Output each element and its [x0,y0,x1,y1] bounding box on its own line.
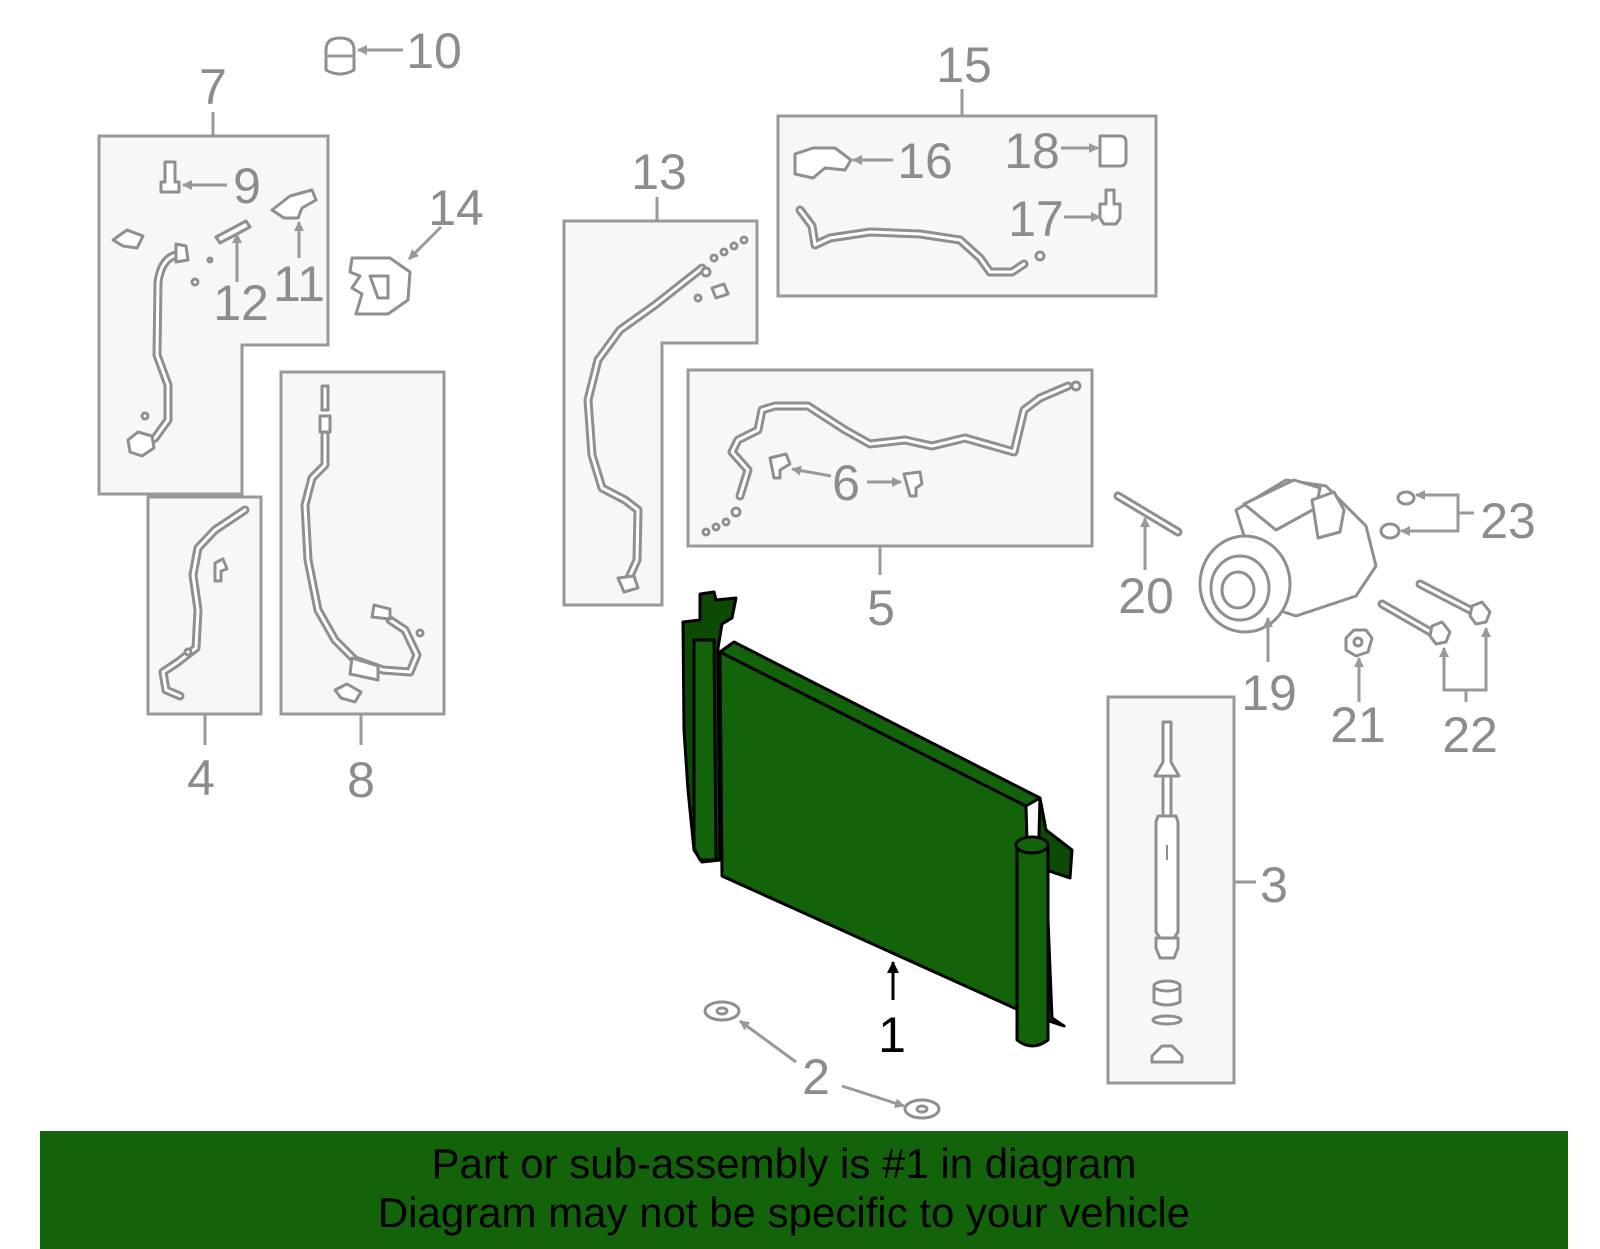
callout-2: 2 [802,1049,830,1105]
info-banner: Part or sub-assembly is #1 in diagram Di… [40,1131,1568,1249]
washers-23: 23 [1379,490,1536,549]
callout-18: 18 [1004,123,1060,179]
valve-12: 12 [213,219,269,331]
bolts-22: 22 [1377,579,1498,763]
callout-4: 4 [187,750,215,806]
callout-17: 17 [1008,191,1064,247]
callout-23: 23 [1480,493,1536,549]
group-13-box: 13 [562,144,759,607]
group-15-box: 15 16 18 17 [776,37,1158,298]
group-5-box: 5 6 [686,368,1094,636]
callout-16: 16 [897,133,953,189]
callout-3: 3 [1260,857,1288,913]
nut-21: 21 [1330,628,1386,753]
callout-20: 20 [1118,568,1174,624]
callout-6: 6 [832,455,860,511]
sensor-11: 11 [270,188,325,312]
bolt-9: 9 [159,158,261,214]
group-3-box: 3 [1106,695,1288,1085]
group-4-box: 4 [146,495,263,806]
callout-22: 22 [1442,707,1498,763]
banner-line-2: Diagram may not be specific to your vehi… [377,1189,1191,1236]
callout-1: 1 [878,1007,906,1063]
group-8-box: 8 [279,370,446,808]
cap-10: 10 [324,23,462,79]
callout-21: 21 [1330,697,1386,753]
callout-12: 12 [213,275,269,331]
rod-20: 20 [1113,491,1183,624]
group-7-box: 7 [97,59,330,496]
callout-14: 14 [428,180,484,236]
banner-line-1: Part or sub-assembly is #1 in diagram [431,1140,1137,1187]
compressor-19: 19 [1198,478,1378,721]
bracket-14: 14 [348,180,484,316]
ac-hose-7 [111,228,214,458]
condenser-1: 1 [681,590,1074,1063]
callout-15: 15 [936,37,992,93]
callout-11: 11 [273,256,325,312]
callout-8: 8 [347,752,375,808]
callout-5: 5 [867,580,895,636]
callout-19: 19 [1241,665,1297,721]
callout-7: 7 [199,59,227,115]
mounts-2: 2 [703,1000,941,1120]
callout-10: 10 [406,23,462,79]
callout-9: 9 [233,158,261,214]
callout-13: 13 [631,144,687,200]
